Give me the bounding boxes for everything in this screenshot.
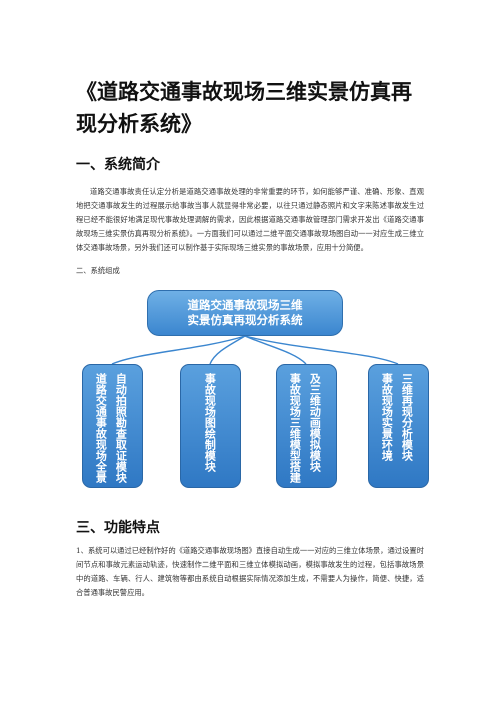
module-label: 事故现场实景环境 — [380, 373, 394, 461]
root-node-label: 道路交通事故现场三维实景仿真再现分析系统 — [187, 298, 303, 327]
module-node-drawing: 事故现场图绘制模块 — [180, 364, 241, 488]
connector-line — [111, 335, 246, 365]
composition-subheading: 二、系统组成 — [76, 266, 120, 275]
module-label: 三维再现分析模块 — [400, 373, 414, 461]
document-title: 《道路交通事故现场三维实景仿真再现分析系统》 — [76, 79, 412, 136]
section-heading-features: 三、功能特点 — [76, 520, 160, 536]
module-node-analysis: 三维再现分析模块 事故现场实景环境 — [368, 364, 429, 488]
features-paragraph: 1、系统可以通过已经制作好的《道路交通事故现场图》直接自动生成一一对应的三维立体… — [76, 546, 424, 597]
module-label: 事故现场图绘制模块 — [203, 373, 217, 472]
diagram-root-node: 道路交通事故现场三维实景仿真再现分析系统 — [147, 290, 343, 336]
module-label: 道路交通事故现场全景 — [94, 373, 108, 483]
connector-line — [209, 335, 246, 365]
connector-line — [244, 335, 307, 365]
module-label: 事故现场三维模型搭建 — [288, 373, 302, 483]
intro-paragraph: 道路交通事故责任认定分析是道路交通事故处理的非常重要的环节，如何能够严谨、准确、… — [76, 187, 424, 252]
module-label: 自动拍照勘查取证模块 — [114, 373, 128, 483]
module-node-3d-model: 及三维动画模拟模块 事故现场三维模型搭建 — [276, 364, 337, 488]
module-node-capture: 自动拍照勘查取证模块 道路交通事故现场全景 — [82, 364, 143, 488]
module-label: 及三维动画模拟模块 — [308, 373, 322, 472]
section-heading-intro: 一、系统简介 — [76, 157, 160, 173]
connector-line — [244, 335, 399, 365]
